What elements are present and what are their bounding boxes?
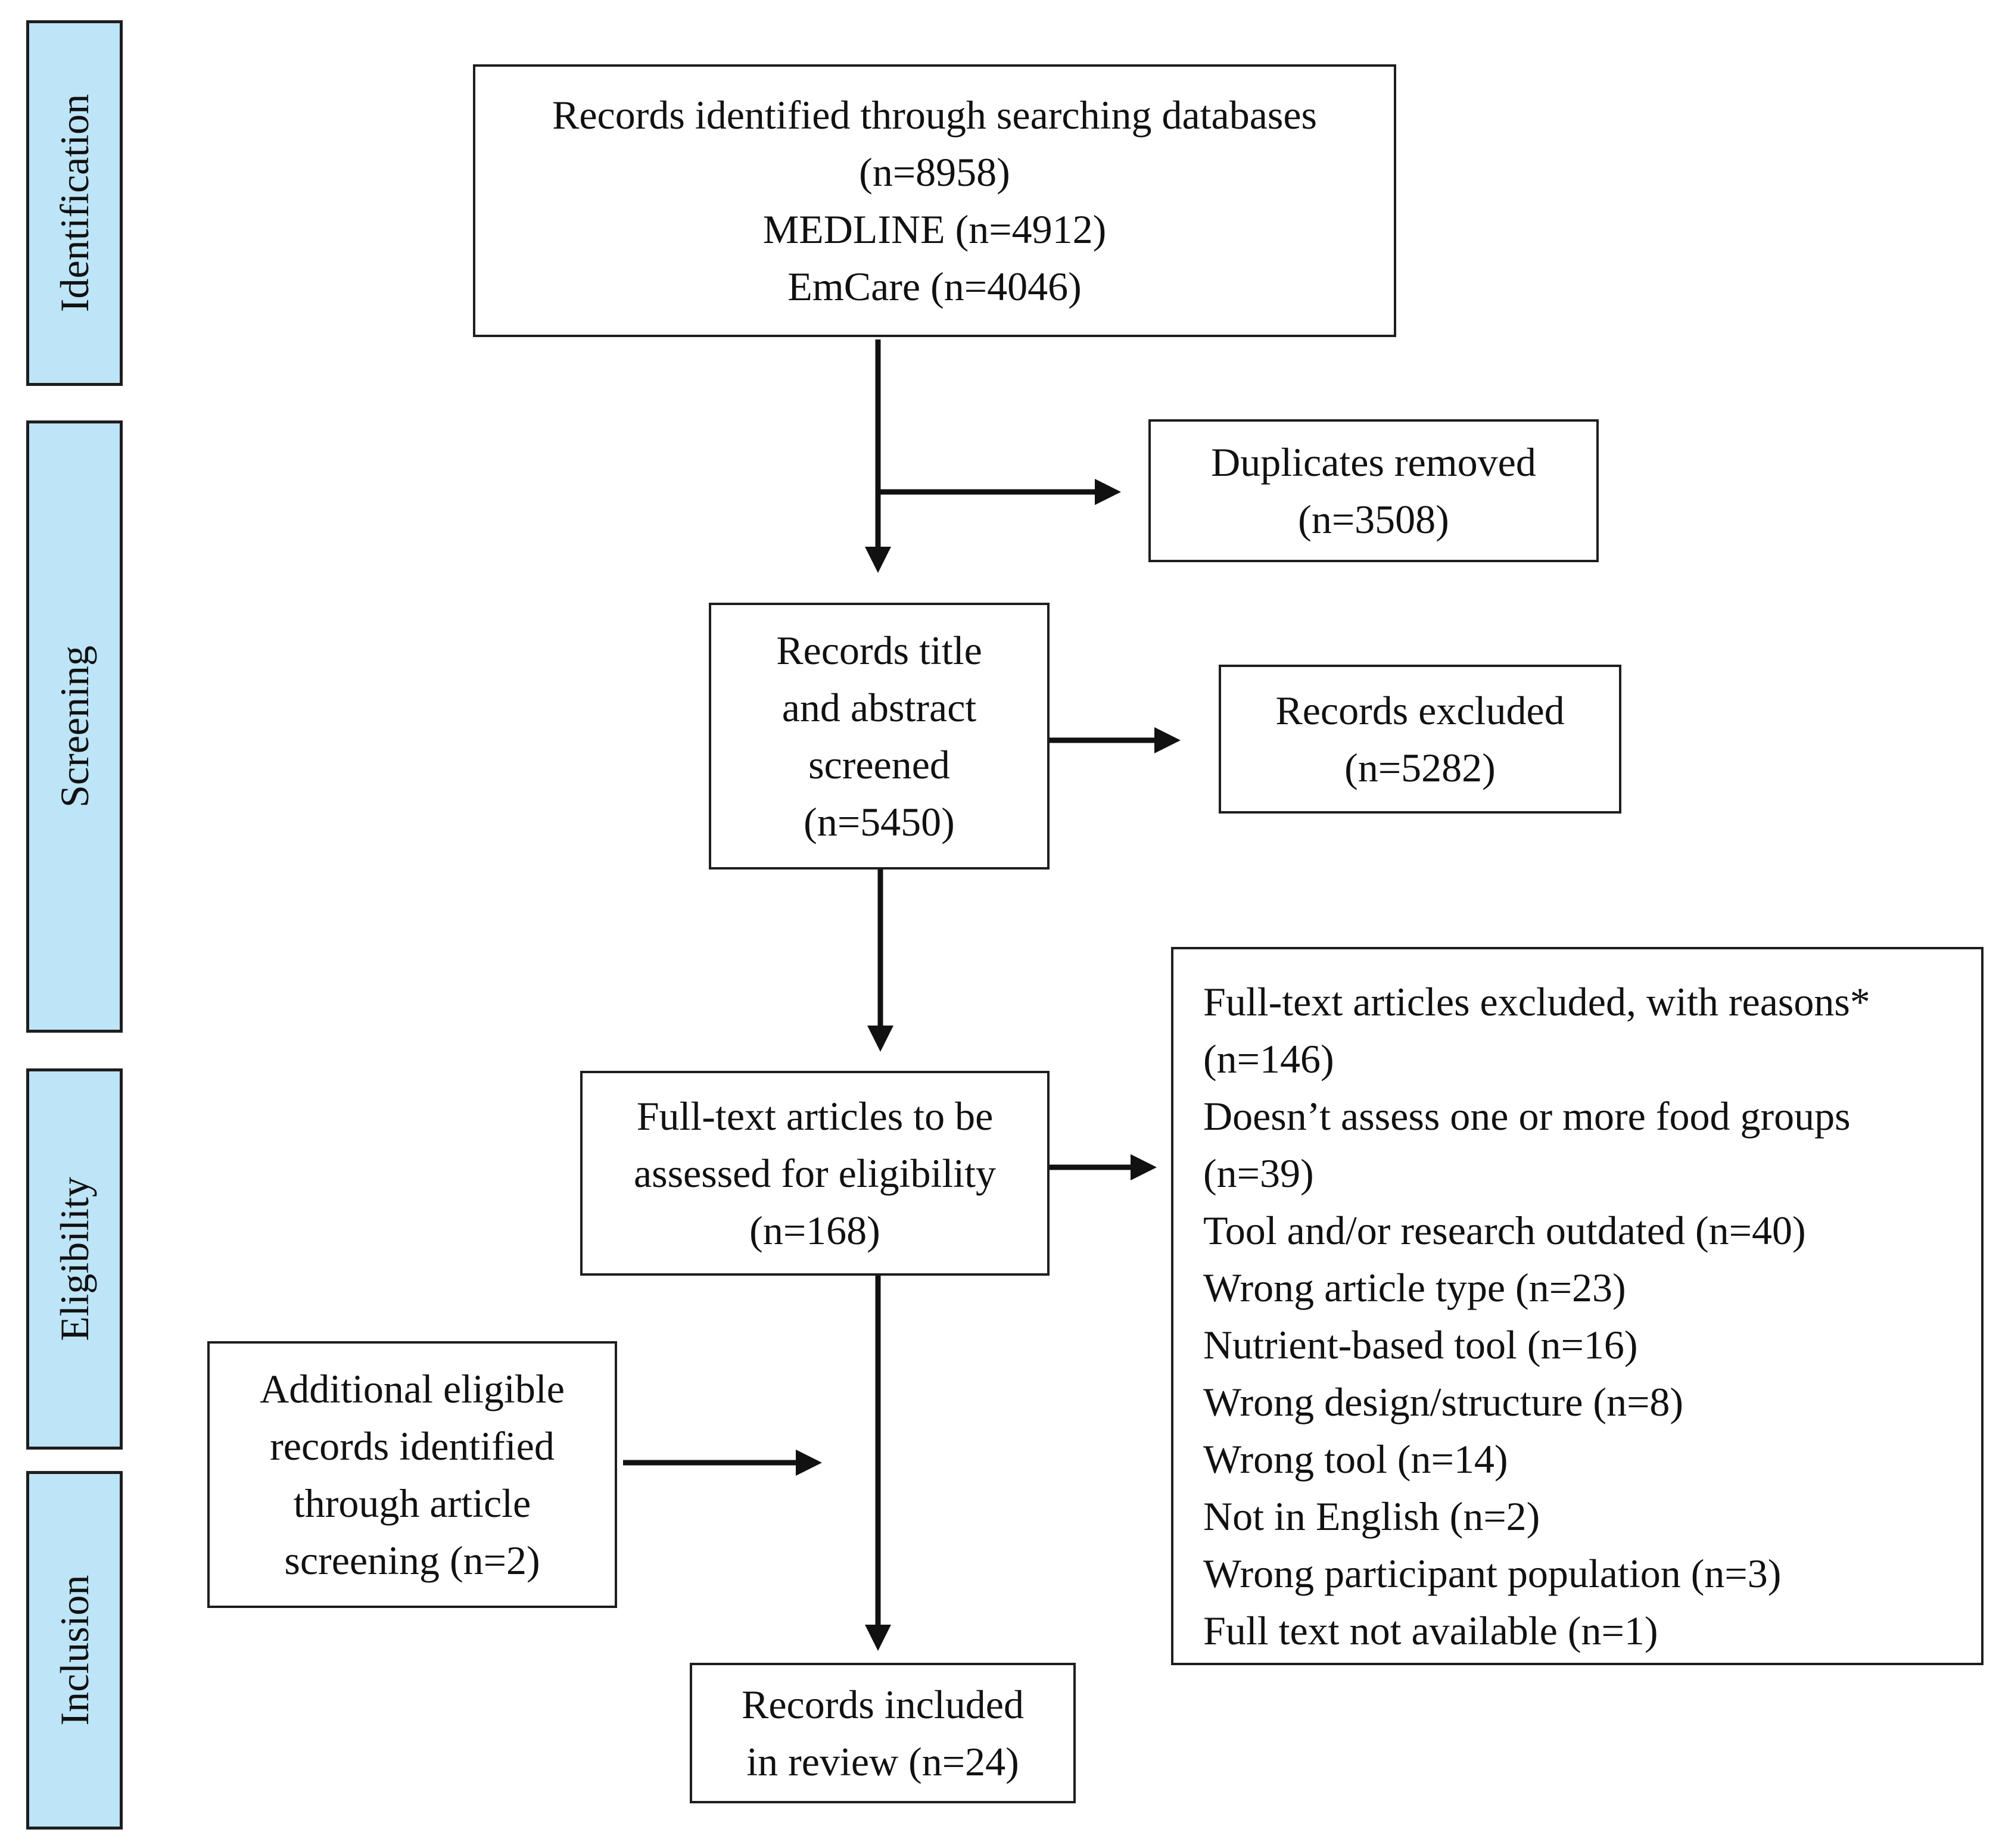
box-line: Full-text articles excluded, with reason…	[1203, 979, 1870, 1024]
box-line: (n=146)	[1203, 1036, 1334, 1082]
arrowhead-down-3	[865, 1625, 891, 1651]
box-line: (n=3508)	[1298, 497, 1449, 542]
phase-inclusion: Inclusion	[26, 1471, 123, 1830]
box-line: Records included	[742, 1682, 1024, 1727]
box-line: Wrong article type (n=23)	[1203, 1265, 1626, 1310]
arrowhead-right-fulltext-excluded	[1131, 1154, 1157, 1180]
arrowhead-down-1	[865, 547, 891, 573]
box-line: assessed for eligibility	[633, 1151, 997, 1196]
arrowhead-right-duplicates	[1095, 479, 1121, 505]
box-line: Full text not available (n=1)	[1203, 1608, 1658, 1653]
duplicates-removed-box: Duplicates removed (n=3508)	[1148, 419, 1599, 562]
box-line: screened	[808, 742, 950, 787]
arrowhead-right-excluded	[1154, 727, 1181, 753]
records-included-box: Records included in review (n=24)	[690, 1663, 1076, 1803]
phase-eligibility: Eligibility	[26, 1068, 123, 1450]
box-line: Wrong design/structure (n=8)	[1203, 1379, 1684, 1425]
box-line: Additional eligible	[260, 1366, 565, 1411]
records-identified-box: Records identified through searching dat…	[473, 64, 1396, 337]
box-line: (n=5450)	[804, 799, 955, 844]
box-line: MEDLINE (n=4912)	[762, 207, 1107, 252]
box-line: (n=39)	[1203, 1151, 1314, 1196]
box-line: (n=8958)	[859, 149, 1010, 195]
box-line: Records title	[776, 628, 982, 673]
box-line: Nutrient-based tool (n=16)	[1203, 1322, 1638, 1367]
additional-records-box: Additional eligible records identified t…	[207, 1341, 617, 1608]
box-line: Duplicates removed	[1211, 440, 1536, 485]
full-text-assessed-box: Full-text articles to be assessed for el…	[580, 1071, 1050, 1276]
phase-identification: Identification	[26, 20, 123, 386]
records-screened-box: Records title and abstract screened (n=5…	[709, 603, 1050, 870]
box-line: Records excluded	[1275, 688, 1565, 733]
records-excluded-box: Records excluded (n=5282)	[1219, 665, 1621, 814]
box-line: screening (n=2)	[284, 1538, 540, 1583]
box-line: (n=5282)	[1344, 745, 1496, 790]
box-line: Tool and/or research outdated (n=40)	[1203, 1208, 1806, 1253]
box-line: Wrong participant population (n=3)	[1203, 1551, 1782, 1596]
box-line: Full-text articles to be	[636, 1093, 994, 1139]
phase-screening: Screening	[26, 420, 123, 1033]
box-line: Records identified through searching dat…	[552, 92, 1318, 138]
box-line: Doesn’t assess one or more food groups	[1203, 1093, 1851, 1139]
arrowhead-down-2	[867, 1026, 893, 1052]
box-line: through article	[293, 1481, 531, 1526]
box-line: EmCare (n=4046)	[787, 264, 1082, 309]
box-line: (n=168)	[749, 1208, 880, 1253]
arrowhead-right-additional	[796, 1450, 822, 1476]
box-line: Wrong tool (n=14)	[1203, 1436, 1508, 1482]
box-line: in review (n=24)	[746, 1739, 1019, 1784]
box-line: Not in English (n=2)	[1203, 1494, 1540, 1539]
full-text-excluded-box: Full-text articles excluded, with reason…	[1171, 947, 1984, 1665]
box-line: and abstract	[781, 685, 977, 730]
box-line: records identified	[270, 1423, 555, 1469]
